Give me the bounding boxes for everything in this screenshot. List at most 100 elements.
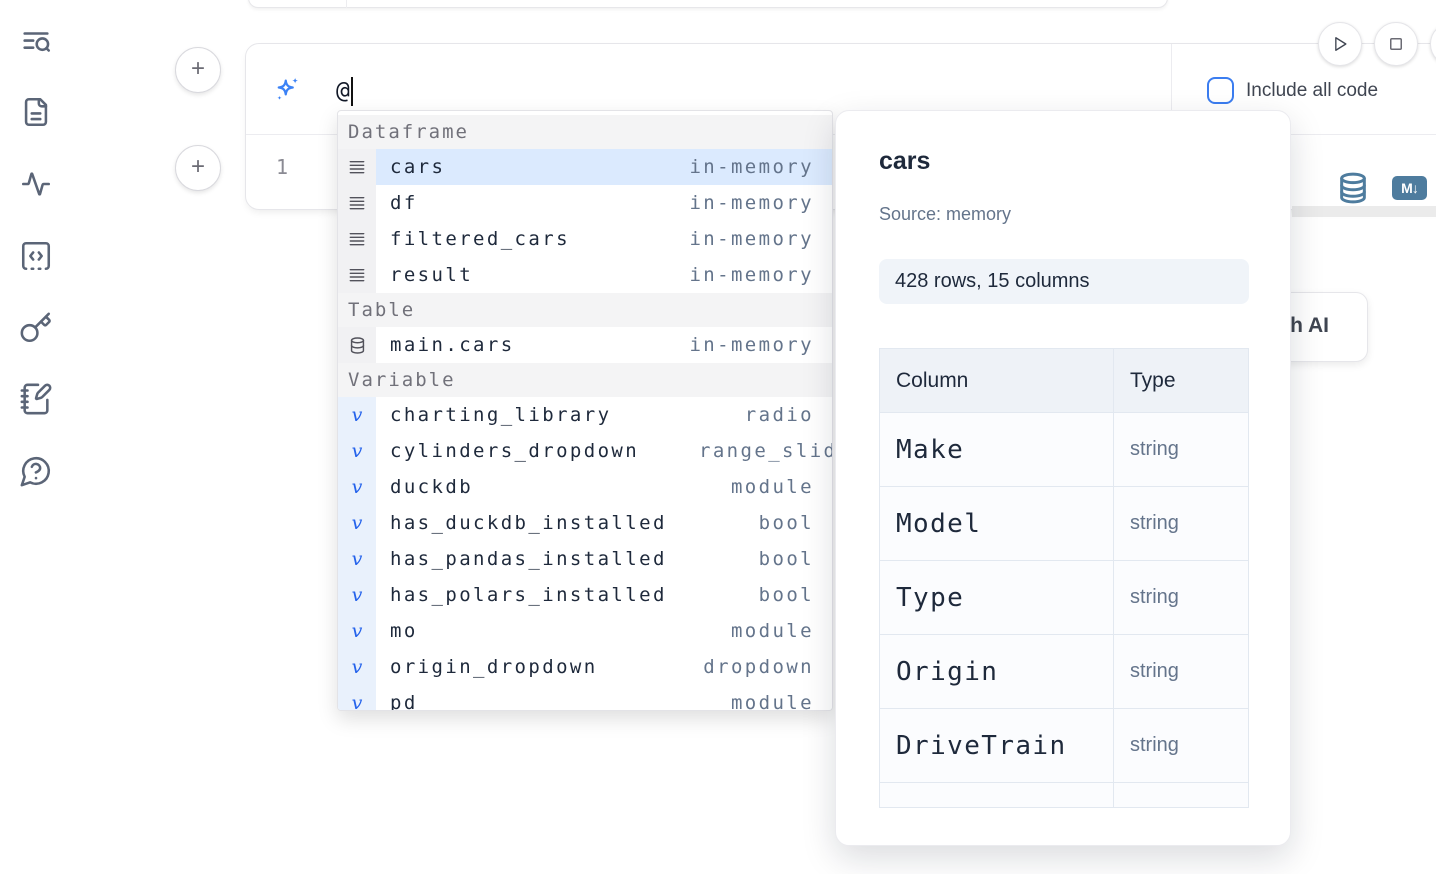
schema-header-type: Type — [1113, 349, 1248, 412]
autocomplete-item-label: result — [390, 264, 474, 286]
variable-icon: v — [338, 541, 376, 577]
preview-title: cars — [879, 147, 931, 175]
previous-cell-divider — [346, 0, 347, 8]
schema-row: Model string — [880, 487, 1248, 561]
autocomplete-item-label: origin_dropdown — [390, 656, 598, 678]
scratchpad-icon[interactable] — [18, 381, 54, 417]
column-name: Model — [896, 508, 982, 539]
autocomplete-item-detail: in-memory — [689, 264, 814, 286]
tracing-icon[interactable] — [18, 166, 54, 202]
variable-icon: v — [338, 397, 376, 433]
schema-cell-type — [1113, 783, 1248, 807]
autocomplete-item-label: df — [390, 192, 418, 214]
stop-icon — [1390, 38, 1402, 50]
shape-badge: 428 rows, 15 columns — [879, 259, 1249, 304]
column-name: Type — [896, 582, 965, 613]
autocomplete-item-detail: in-memory — [689, 156, 814, 178]
autocomplete-item-body: pd module — [376, 685, 832, 711]
autocomplete-item-detail: bool — [758, 548, 814, 570]
help-icon[interactable] — [18, 453, 54, 489]
autocomplete-item-label: pd — [390, 692, 418, 711]
ai-sparkle-icon — [272, 75, 302, 105]
dataframe-rows-icon — [338, 257, 376, 293]
document-icon[interactable] — [18, 94, 54, 130]
dataframe-rows-icon — [338, 149, 376, 185]
schema-cell-column: Type — [880, 561, 1113, 634]
autocomplete-item-label: has_polars_installed — [390, 584, 667, 606]
datasource-icon[interactable] — [1336, 171, 1370, 205]
snippets-icon[interactable] — [18, 238, 54, 274]
markdown-icon[interactable]: M↓ — [1392, 176, 1427, 200]
autocomplete-item-detail: module — [730, 692, 814, 711]
secrets-key-icon[interactable] — [18, 310, 54, 346]
variable-icon: v — [338, 613, 376, 649]
add-cell-button-top[interactable]: + — [175, 47, 221, 93]
autocomplete-item[interactable]: v has_pandas_installed bool — [338, 541, 832, 577]
prompt-divider — [1171, 44, 1172, 134]
add-cell-button-bottom[interactable]: + — [175, 145, 221, 191]
variable-icon: v — [338, 577, 376, 613]
ai-prompt-input[interactable]: @ — [336, 74, 353, 108]
schema-cell-column: Make — [880, 413, 1113, 486]
schema-cell-type: string — [1113, 709, 1248, 782]
schema-cell-type: string — [1113, 487, 1248, 560]
autocomplete-section-header: Dataframe — [338, 115, 832, 149]
schema-cell-type: string — [1113, 413, 1248, 486]
autocomplete-item-detail: radio — [744, 404, 814, 426]
column-type: string — [1130, 734, 1179, 756]
schema-header-column: Column — [880, 349, 1113, 412]
autocomplete-item-body: has_pandas_installed bool — [376, 541, 832, 577]
dataframe-rows-icon — [338, 221, 376, 257]
autocomplete-item-detail: bool — [758, 584, 814, 606]
schema-header-label: Type — [1130, 368, 1176, 392]
autocomplete-item-detail: bool — [758, 512, 814, 534]
column-type: string — [1130, 586, 1179, 608]
schema-cell-column — [880, 783, 1113, 807]
schema-cell-column: DriveTrain — [880, 709, 1113, 782]
autocomplete-item-body: has_polars_installed bool — [376, 577, 832, 613]
schema-cell-type: string — [1113, 561, 1248, 634]
autocomplete-item[interactable]: result in-memory — [338, 257, 832, 293]
toc-search-icon[interactable] — [18, 24, 54, 60]
cell-bottom-edge — [1292, 206, 1436, 217]
column-name: DriveTrain — [896, 730, 1067, 761]
line-number: 1 — [275, 155, 288, 179]
column-type: string — [1130, 660, 1179, 682]
autocomplete-item-label: cylinders_dropdown — [390, 440, 640, 462]
variable-icon: v — [338, 649, 376, 685]
autocomplete-item-label: duckdb — [390, 476, 474, 498]
table-database-icon — [338, 327, 376, 363]
preview-source: Source: memory — [879, 204, 1012, 224]
autocomplete-item-label: has_pandas_installed — [390, 548, 667, 570]
run-cell-button[interactable] — [1318, 22, 1362, 66]
include-all-code-checkbox[interactable] — [1207, 77, 1234, 104]
helper-sidebar — [0, 0, 70, 874]
column-name: Origin — [896, 656, 999, 687]
previous-cell-edge — [248, 0, 1168, 8]
stop-button[interactable] — [1374, 22, 1418, 66]
autocomplete-item[interactable]: v has_polars_installed bool — [338, 577, 832, 613]
include-all-code-label: Include all code — [1246, 80, 1379, 101]
autocomplete-item-body: result in-memory — [376, 257, 832, 293]
